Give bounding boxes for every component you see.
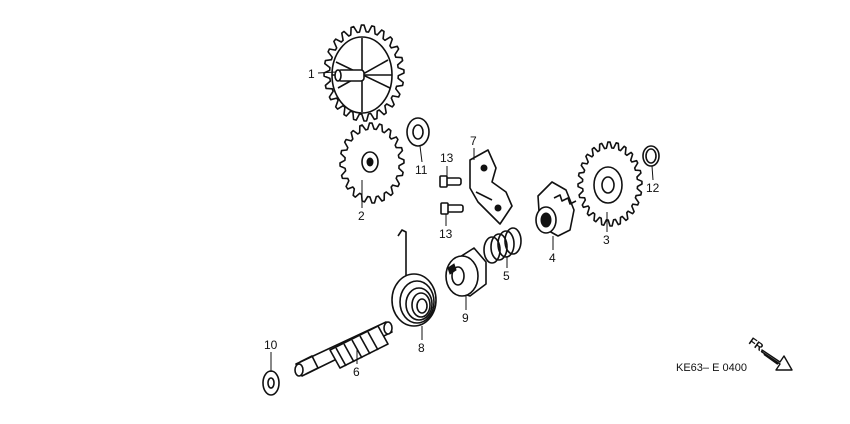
callout-9: 9 (462, 311, 469, 325)
part-9-collar (445, 247, 487, 297)
part-1-gear-shaft (323, 24, 405, 122)
callout-13-lower: 13 (439, 227, 453, 241)
callout-labels: 1 2 3 4 5 6 7 8 9 10 11 12 13 13 (264, 67, 660, 379)
callout-4: 4 (549, 251, 556, 265)
callout-6: 6 (353, 365, 360, 379)
callout-5: 5 (503, 269, 510, 283)
part-11-washer (406, 117, 430, 147)
callout-11: 11 (415, 163, 428, 177)
callout-1: 1 (308, 67, 315, 81)
part-2-gear (339, 122, 405, 204)
part-4-ratchet (535, 181, 577, 237)
part-12-clip (642, 145, 660, 167)
front-direction-indicator: FR. (746, 336, 793, 371)
part-13-bolt-upper (439, 175, 462, 188)
callout-12: 12 (646, 181, 660, 195)
callout-13-upper: 13 (440, 151, 454, 165)
part-7-guide-plate (469, 149, 513, 225)
callout-3: 3 (603, 233, 610, 247)
callout-7: 7 (470, 134, 477, 148)
part-3-gear (577, 141, 643, 227)
arrow-right-down-icon (761, 349, 793, 371)
part-8-return-spring (391, 229, 437, 327)
callout-2: 2 (358, 209, 365, 223)
part-13-bolt-lower (440, 202, 464, 215)
part-5-spring (483, 227, 522, 264)
diagram-code: KE63– E 0400 (676, 362, 747, 374)
leader-lines (270, 71, 654, 372)
part-6-spindle (294, 321, 393, 377)
callout-10: 10 (264, 338, 278, 352)
part-10-washer (262, 370, 280, 396)
callout-8: 8 (418, 341, 425, 355)
